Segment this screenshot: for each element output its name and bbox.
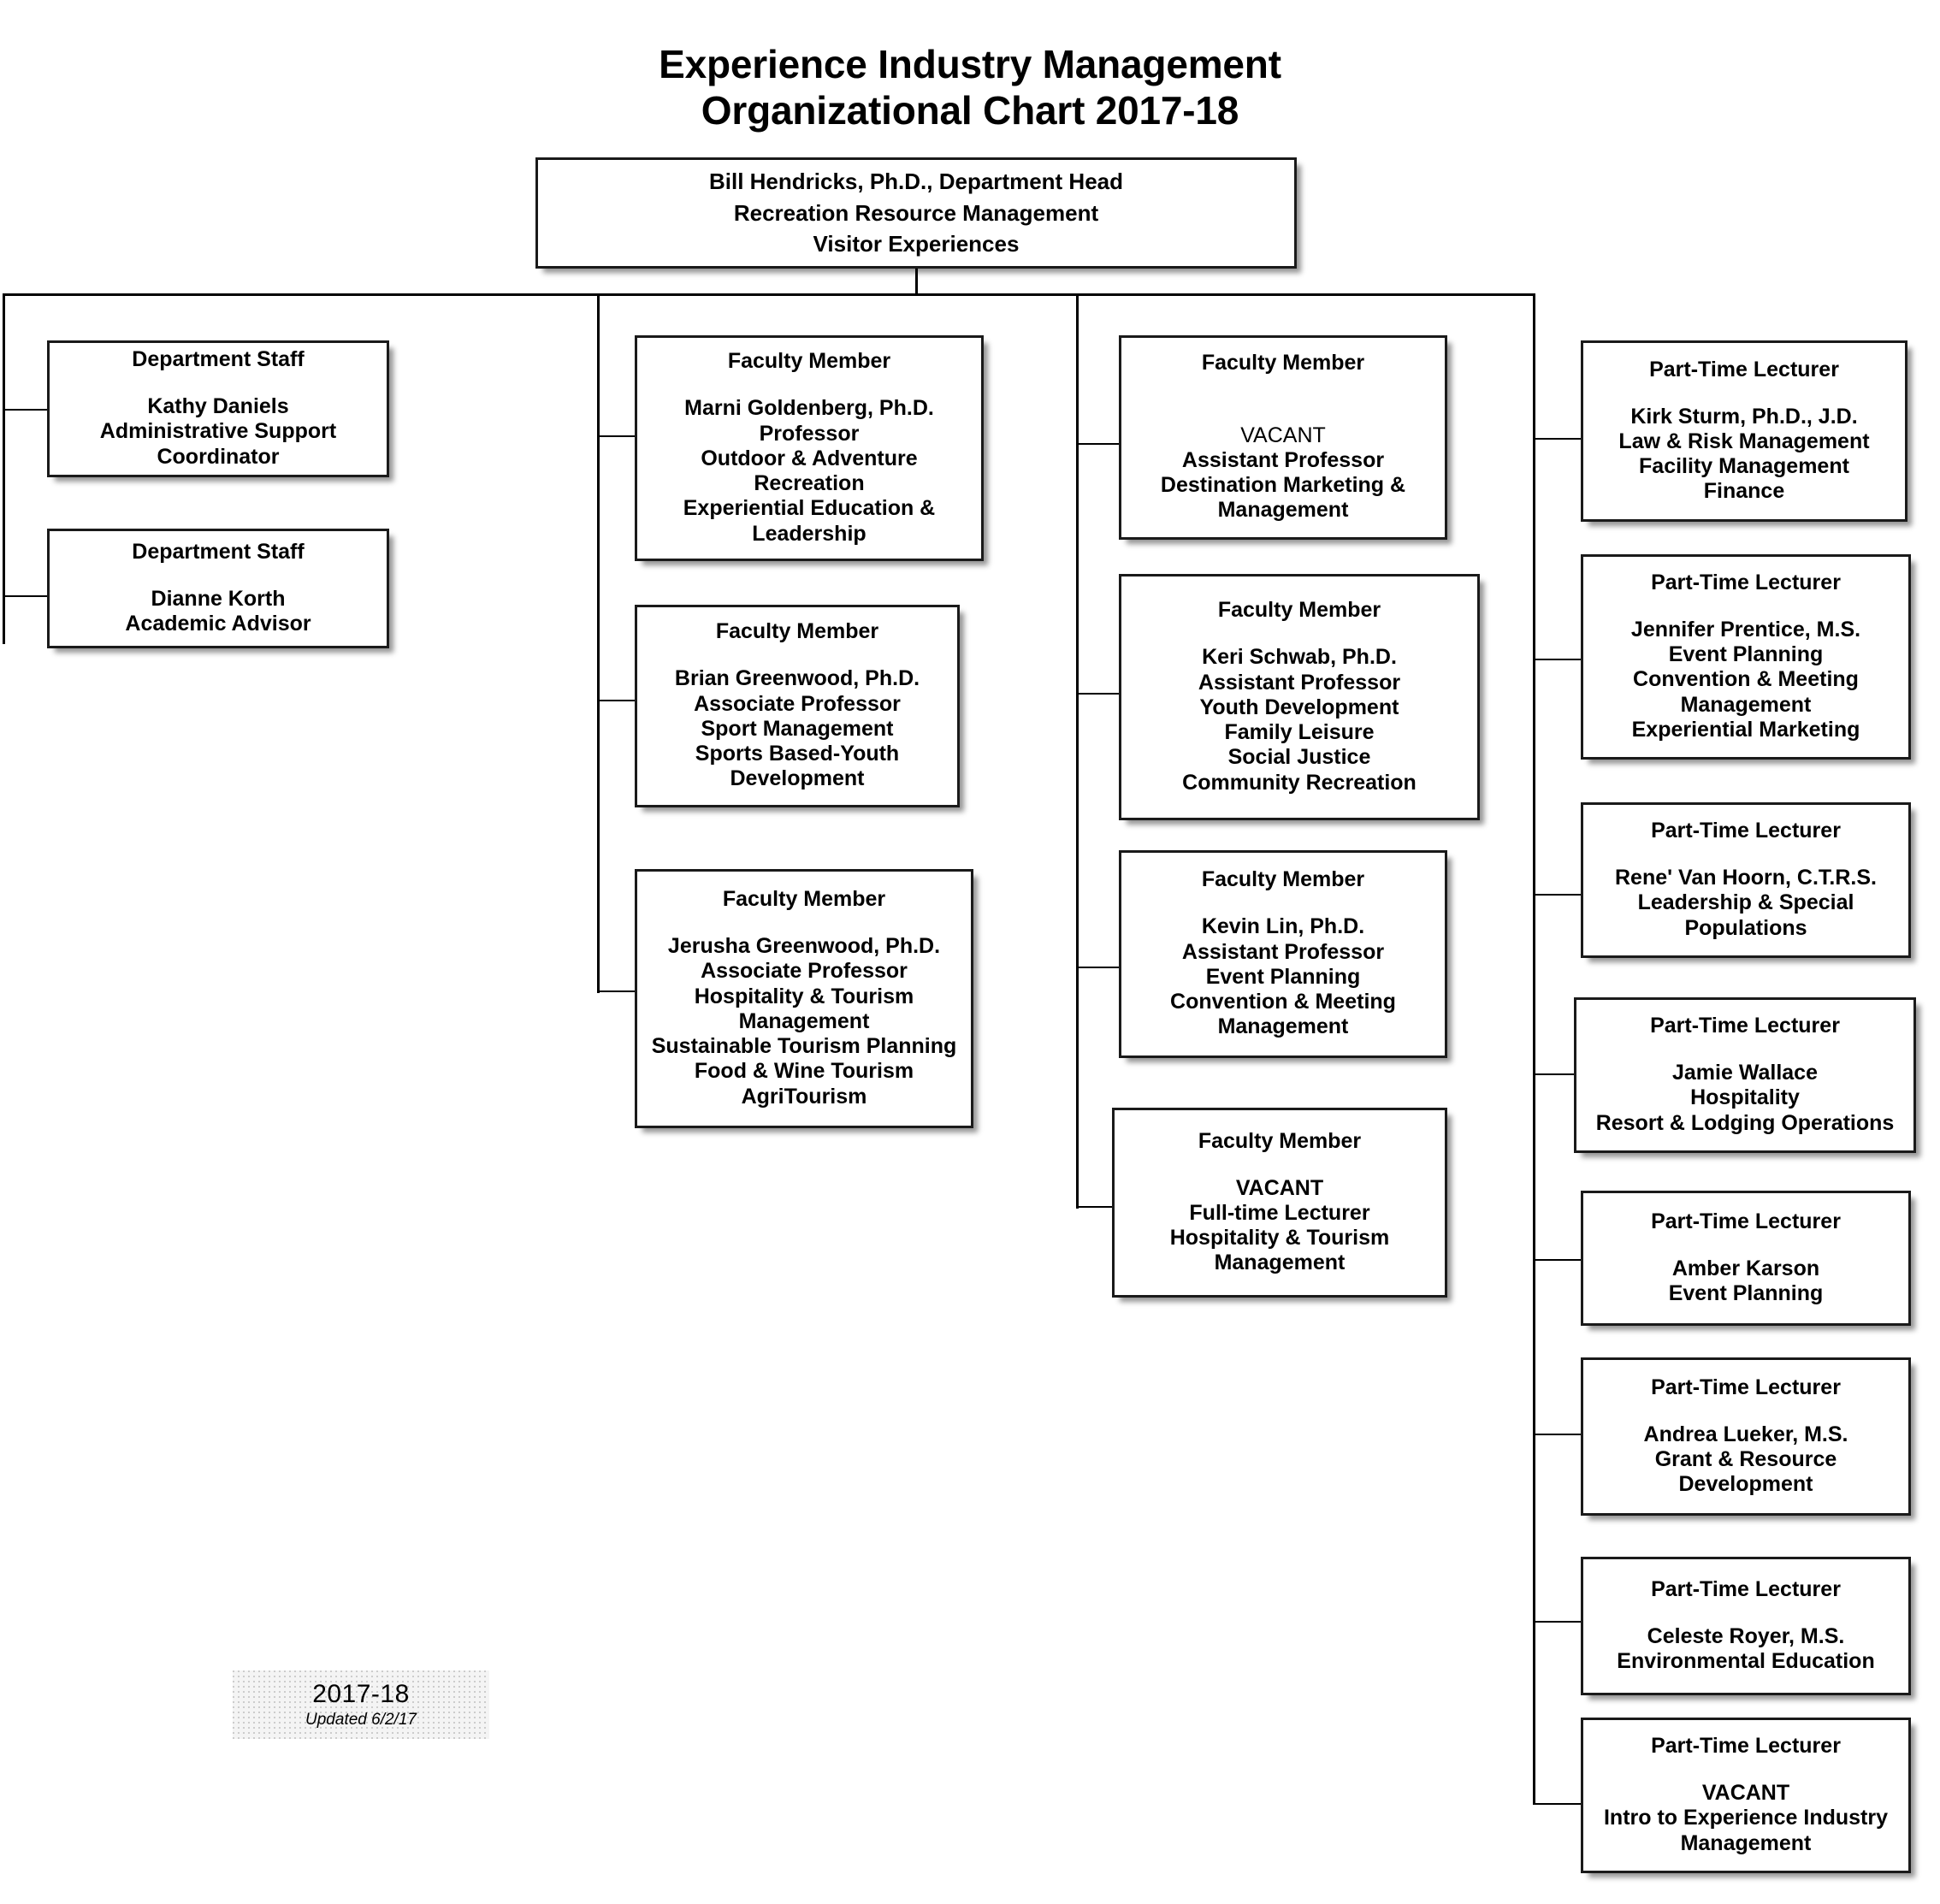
connector-stub-lecturer-7 (1533, 1621, 1581, 1623)
node-role-label: Faculty Member (722, 887, 886, 912)
node-detail-text: Brian Greenwood, Ph.D. Associate Profess… (674, 666, 920, 791)
node-detail-text: Kathy Daniels Administrative Support Coo… (99, 394, 337, 469)
node-detail-text: VACANT Intro to Experience Industry Mana… (1603, 1781, 1888, 1855)
node-role-label: Part-Time Lecturer (1649, 357, 1839, 381)
node-department-head-text: Bill Hendricks, Ph.D., Department Head R… (708, 168, 1123, 257)
connector-stub-faculty-right-4 (1076, 1206, 1119, 1208)
node-detail-text: Marni Goldenberg, Ph.D. Professor Outdoo… (683, 396, 936, 546)
node-lecturer-amber-karson[interactable]: Part-Time Lecturer Amber Karson Event Pl… (1581, 1191, 1911, 1326)
connector-spine-staff (3, 293, 5, 644)
node-detail-text: Kirk Sturm, Ph.D., J.D. Law & Risk Manag… (1618, 404, 1870, 504)
node-role-label: Part-Time Lecturer (1651, 570, 1841, 594)
node-detail-text: Jamie Wallace Hospitality Resort & Lodgi… (1595, 1061, 1895, 1135)
node-role-label: Department Staff (132, 347, 305, 372)
node-role-label: Faculty Member (1201, 351, 1365, 375)
connector-stub-faculty-right-3 (1076, 967, 1119, 968)
connector-stub-staff-1 (3, 409, 47, 411)
node-role-label: Faculty Member (1198, 1128, 1362, 1153)
node-department-staff-1[interactable]: Department Staff Kathy Daniels Administr… (47, 340, 389, 477)
node-role-label: Part-Time Lecturer (1651, 1576, 1841, 1601)
node-faculty-keri-schwab[interactable]: Faculty Member Keri Schwab, Ph.D. Assist… (1119, 574, 1480, 820)
node-detail-text: Keri Schwab, Ph.D. Assistant Professor Y… (1182, 645, 1417, 795)
node-role-label: Part-Time Lecturer (1651, 1375, 1841, 1399)
node-role-label: Faculty Member (727, 349, 891, 374)
node-lecturer-andrea-lueker[interactable]: Part-Time Lecturer Andrea Lueker, M.S. G… (1581, 1357, 1911, 1516)
connector-stub-lecturer-4 (1533, 1073, 1581, 1075)
node-detail-text: Amber Karson Event Planning (1668, 1256, 1824, 1305)
node-role-label: Faculty Member (715, 619, 879, 644)
page-title: Experience Industry Management Organizat… (0, 41, 1940, 134)
connector-stub-faculty-left-1 (597, 435, 635, 437)
connector-spine-faculty-right (1076, 293, 1079, 1209)
node-role-label: Department Staff (132, 539, 305, 564)
connector-stub-lecturer-5 (1533, 1259, 1581, 1261)
node-detail-text: Dianne Korth Academic Advisor (125, 586, 311, 636)
node-vacant-label: VACANT (1240, 423, 1326, 447)
footer-year: 2017-18 (312, 1680, 410, 1708)
node-department-head[interactable]: Bill Hendricks, Ph.D., Department Head R… (535, 157, 1297, 269)
connector-main-bus (3, 293, 1535, 296)
connector-stub-lecturer-2 (1533, 659, 1581, 660)
node-lecturer-jamie-wallace[interactable]: Part-Time Lecturer Jamie Wallace Hospita… (1574, 997, 1916, 1153)
connector-stub-lecturer-1 (1533, 438, 1581, 440)
connector-stub-lecturer-8 (1533, 1803, 1581, 1805)
connector-spine-faculty-left (597, 293, 600, 993)
node-role-label: Faculty Member (1217, 598, 1381, 623)
node-lecturer-vacant-intro-course[interactable]: Part-Time Lecturer VACANT Intro to Exper… (1581, 1718, 1911, 1873)
node-detail-text: Andrea Lueker, M.S. Grant & Resource Dev… (1643, 1422, 1848, 1497)
node-detail-text: Kevin Lin, Ph.D. Assistant Professor Eve… (1170, 914, 1396, 1039)
node-role-label: Part-Time Lecturer (1650, 1014, 1840, 1038)
connector-stub-staff-2 (3, 595, 47, 597)
node-role-label: Part-Time Lecturer (1651, 1734, 1841, 1759)
node-faculty-jerusha-greenwood[interactable]: Faculty Member Jerusha Greenwood, Ph.D. … (635, 869, 973, 1128)
connector-stub-faculty-right-2 (1076, 693, 1119, 695)
node-faculty-brian-greenwood[interactable]: Faculty Member Brian Greenwood, Ph.D. As… (635, 605, 960, 807)
connector-stub-faculty-left-2 (597, 700, 635, 701)
node-lecturer-jennifer-prentice[interactable]: Part-Time Lecturer Jennifer Prentice, M.… (1581, 554, 1911, 760)
node-detail-text: Rene' Van Hoorn, C.T.R.S. Leadership & S… (1615, 866, 1877, 940)
node-role-label: Faculty Member (1201, 867, 1365, 892)
node-lecturer-celeste-royer[interactable]: Part-Time Lecturer Celeste Royer, M.S. E… (1581, 1557, 1911, 1695)
connector-stub-lecturer-6 (1533, 1434, 1581, 1435)
node-role-label: Part-Time Lecturer (1651, 1209, 1841, 1233)
node-faculty-kevin-lin[interactable]: Faculty Member Kevin Lin, Ph.D. Assistan… (1119, 850, 1447, 1058)
node-faculty-marni-goldenberg[interactable]: Faculty Member Marni Goldenberg, Ph.D. P… (635, 335, 984, 561)
node-detail-text: VACANT Full-time Lecturer Hospitality & … (1169, 1175, 1390, 1275)
connector-stub-lecturer-3 (1533, 894, 1581, 896)
footer-revision-stamp: 2017-18 Updated 6/2/17 (233, 1670, 489, 1739)
footer-updated-date: Updated 6/2/17 (305, 1711, 417, 1729)
node-lecturer-rene-van-hoorn[interactable]: Part-Time Lecturer Rene' Van Hoorn, C.T.… (1581, 802, 1911, 958)
connector-stub-faculty-left-3 (597, 990, 635, 992)
page-title-line-1: Experience Industry Management (659, 42, 1281, 86)
node-role-label: Part-Time Lecturer (1651, 819, 1841, 843)
node-detail-text: Jennifer Prentice, M.S. Event Planning C… (1630, 617, 1861, 742)
connector-spine-lecturers (1533, 293, 1535, 1805)
node-detail-rest: Assistant Professor Destination Marketin… (1160, 447, 1406, 523)
node-faculty-vacant-full-time-lecturer[interactable]: Faculty Member VACANT Full-time Lecturer… (1112, 1108, 1447, 1298)
page-title-line-2: Organizational Chart 2017-18 (701, 88, 1239, 133)
connector-root-stem (915, 269, 918, 294)
node-department-staff-2[interactable]: Department Staff Dianne Korth Academic A… (47, 529, 389, 648)
connector-stub-faculty-right-1 (1076, 443, 1119, 445)
node-detail-text: Jerusha Greenwood, Ph.D. Associate Profe… (651, 934, 957, 1109)
node-lecturer-kirk-sturm[interactable]: Part-Time Lecturer Kirk Sturm, Ph.D., J.… (1581, 340, 1907, 522)
node-detail-text: Celeste Royer, M.S. Environmental Educat… (1617, 1623, 1875, 1673)
